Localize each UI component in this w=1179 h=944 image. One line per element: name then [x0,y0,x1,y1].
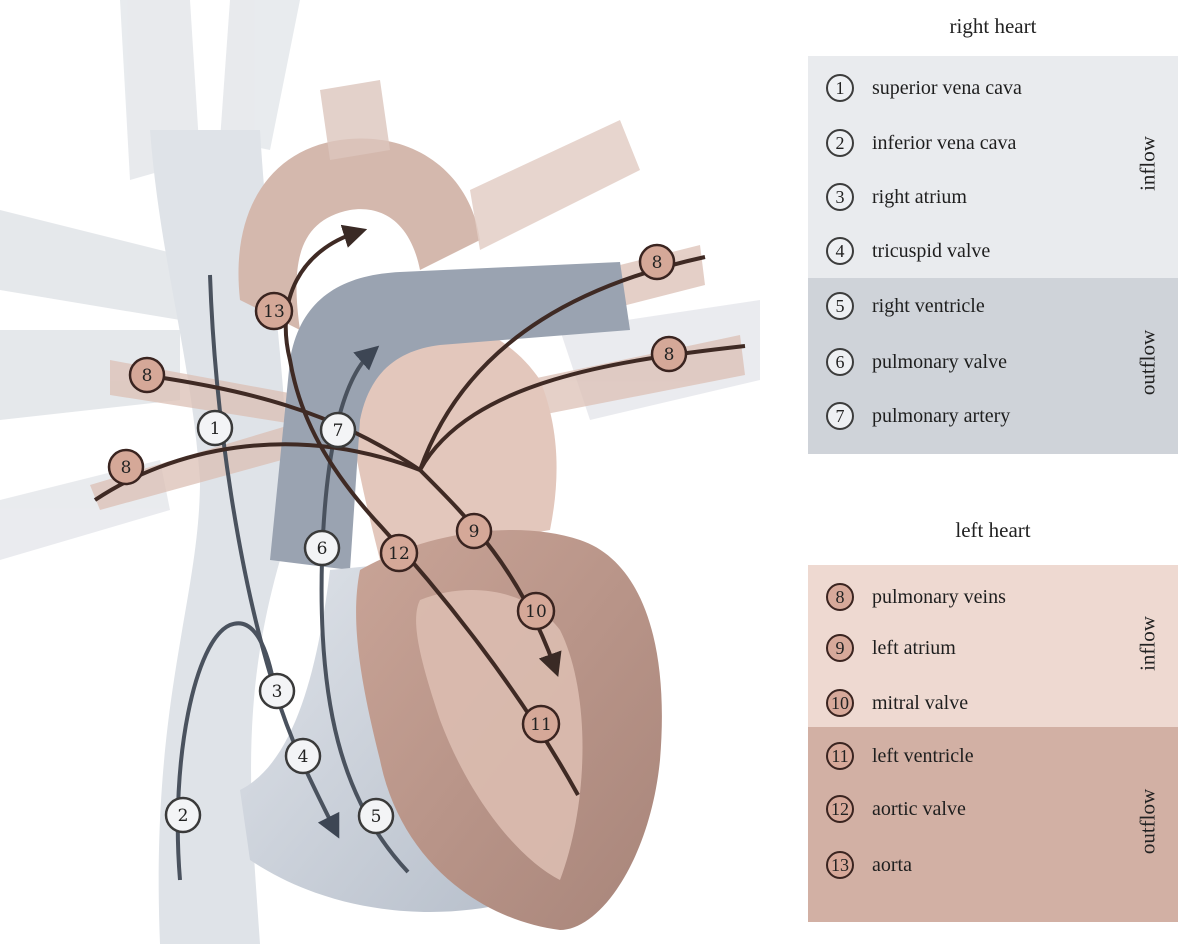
svg-text:3: 3 [272,682,283,702]
left-inflow-tag: inflow [1136,584,1161,704]
legend-item: 2 inferior vena cava [826,123,1016,163]
legend-number-badge: 1 [826,74,854,102]
svg-text:8: 8 [121,458,132,478]
legend-number-badge: 5 [826,292,854,320]
left-heart-title: left heart [808,518,1178,543]
legend-label: left atrium [872,637,956,660]
marker-6: 6 [305,531,339,565]
heart-illustration: 1 2 3 4 5 6 7 8 [0,0,760,944]
svg-text:8: 8 [142,366,153,386]
svg-text:12: 12 [388,544,410,564]
legend-number-badge: 12 [826,795,854,823]
marker-12: 12 [381,535,417,571]
marker-5: 5 [359,799,393,833]
marker-1: 1 [198,411,232,445]
marker-4: 4 [286,739,320,773]
legend-number-badge: 6 [826,348,854,376]
marker-7: 7 [321,413,355,447]
legend-label: pulmonary veins [872,586,1006,609]
legend-item: 7 pulmonary artery [826,396,1010,436]
legend-item: 6 pulmonary valve [826,342,1007,382]
svg-text:5: 5 [371,807,382,827]
legend-label: pulmonary artery [872,405,1010,428]
svg-text:9: 9 [469,522,480,542]
svg-text:11: 11 [530,715,552,735]
svg-text:4: 4 [298,747,309,767]
legend-number-badge: 13 [826,851,854,879]
svg-text:7: 7 [333,421,344,441]
left-outflow-tag: outflow [1136,762,1161,882]
legend-label: aorta [872,854,912,877]
legend-item: 9 left atrium [826,628,956,668]
legend-number-badge: 8 [826,583,854,611]
legend-item: 11 left ventricle [826,736,974,776]
marker-2: 2 [166,798,200,832]
right-inflow-tag: inflow [1136,104,1161,224]
legend-label: right ventricle [872,295,985,318]
legend-number-badge: 2 [826,129,854,157]
right-heart-title: right heart [808,14,1178,39]
legend-item: 10 mitral valve [826,683,968,723]
marker-8-left-lower: 8 [109,450,143,484]
marker-11: 11 [523,706,559,742]
legend-number-badge: 9 [826,634,854,662]
legend-label: aortic valve [872,798,966,821]
right-outflow-tag: outflow [1136,303,1161,423]
svg-text:1: 1 [210,419,221,439]
legend-number-badge: 11 [826,742,854,770]
svg-text:8: 8 [664,345,675,365]
marker-8-left-upper: 8 [130,358,164,392]
legend-label: mitral valve [872,692,968,715]
legend-number-badge: 10 [826,689,854,717]
marker-8-right-upper: 8 [640,245,674,279]
svg-text:13: 13 [263,302,285,322]
legend-label: pulmonary valve [872,351,1007,374]
svg-text:10: 10 [525,602,547,622]
marker-9: 9 [457,514,491,548]
svg-text:8: 8 [652,253,663,273]
legend-item: 12 aortic valve [826,789,966,829]
legend-item: 1 superior vena cava [826,68,1022,108]
marker-8-right-lower: 8 [652,337,686,371]
legend-label: right atrium [872,186,967,209]
legend-item: 4 tricuspid valve [826,231,990,271]
marker-3: 3 [260,674,294,708]
legend-number-badge: 4 [826,237,854,265]
legend-label: tricuspid valve [872,240,990,263]
legend-item: 13 aorta [826,845,912,885]
legend-number-badge: 3 [826,183,854,211]
svg-text:6: 6 [317,539,328,559]
legend-label: left ventricle [872,745,974,768]
marker-10: 10 [518,593,554,629]
legend-item: 3 right atrium [826,177,967,217]
marker-13: 13 [256,293,292,329]
legend-item: 5 right ventricle [826,286,985,326]
legend-label: superior vena cava [872,77,1022,100]
legend-item: 8 pulmonary veins [826,577,1006,617]
legend-number-badge: 7 [826,402,854,430]
legend-label: inferior vena cava [872,132,1016,155]
svg-text:2: 2 [178,806,189,826]
